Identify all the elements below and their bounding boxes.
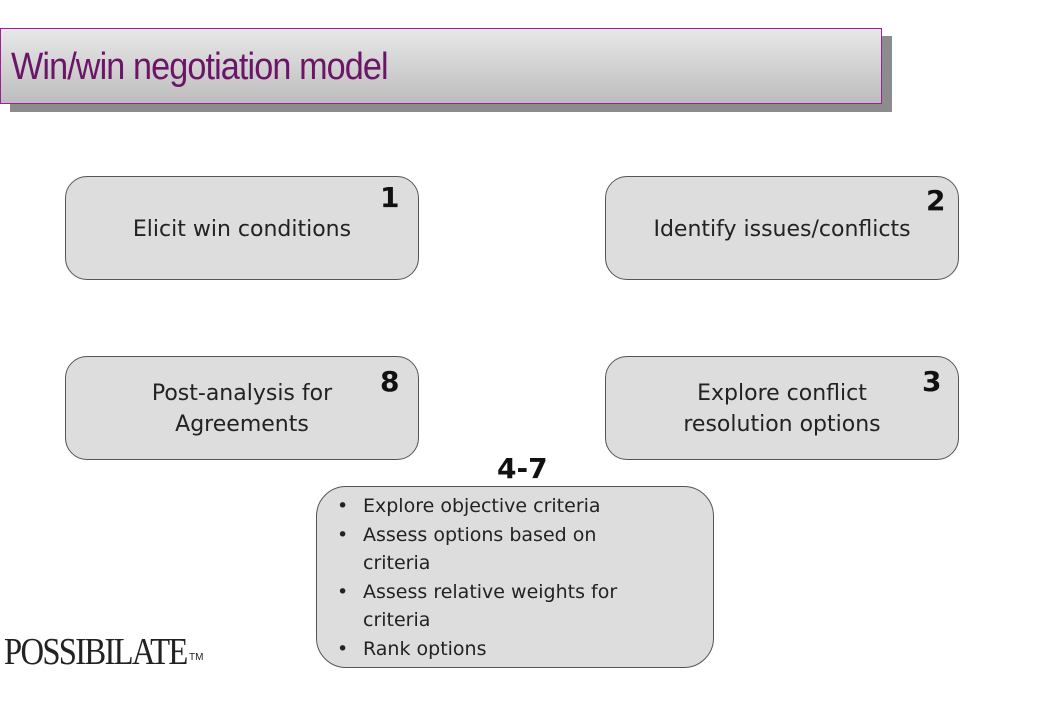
list-item: • Assess relative weights for criteria	[337, 578, 707, 635]
list-item: • Explore objective criteria	[337, 492, 707, 521]
list-item: • Assess options based on criteria	[337, 521, 707, 578]
list-item: • Rank options	[337, 635, 707, 664]
step-1-number: 1	[380, 181, 400, 214]
step-2-number: 2	[926, 184, 946, 217]
bullet-icon: •	[337, 637, 349, 660]
steps-4-7-list: • Explore objective criteria • Assess op…	[337, 492, 707, 663]
list-item-text: Rank options	[363, 637, 487, 660]
step-2-label: Identify issues/conflicts	[653, 217, 911, 242]
steps-4-7-number: 4-7	[497, 452, 548, 485]
step-8-label-line2: Agreements	[175, 412, 309, 437]
step-3-box: 3 Explore conflict resolution options	[605, 356, 959, 460]
step-3-label-line2: resolution options	[683, 412, 881, 437]
page-title: Win/win negotiation model	[11, 46, 389, 88]
list-item-text-continued: criteria	[363, 552, 431, 574]
company-logo: POSSIBILATE TM	[4, 630, 216, 674]
title-banner: Win/win negotiation model	[0, 28, 882, 104]
step-3-label-line1: Explore conflict	[697, 381, 867, 406]
steps-4-7-box: • Explore objective criteria • Assess op…	[316, 486, 714, 668]
list-item-text: Assess options based on	[363, 523, 597, 546]
bullet-icon: •	[337, 523, 349, 546]
list-item-text: Explore objective criteria	[363, 495, 601, 517]
list-item-text: Assess relative weights for	[363, 580, 618, 603]
bullet-icon: •	[337, 580, 349, 603]
step-8-number: 8	[380, 365, 400, 398]
step-1-label: Elicit win conditions	[132, 217, 352, 242]
trademark-mark: TM	[189, 652, 204, 663]
step-8-box: 8 Post-analysis for Agreements	[65, 356, 419, 460]
step-3-number: 3	[922, 365, 942, 398]
list-item-text-continued: criteria	[363, 609, 431, 631]
step-8-label-line1: Post-analysis for	[151, 381, 333, 406]
step-2-box: 2 Identify issues/conflicts	[605, 176, 959, 280]
step-1-box: 1 Elicit win conditions	[65, 176, 419, 280]
logo-text: POSSIBILATE	[4, 631, 188, 673]
bullet-icon: •	[337, 495, 349, 517]
